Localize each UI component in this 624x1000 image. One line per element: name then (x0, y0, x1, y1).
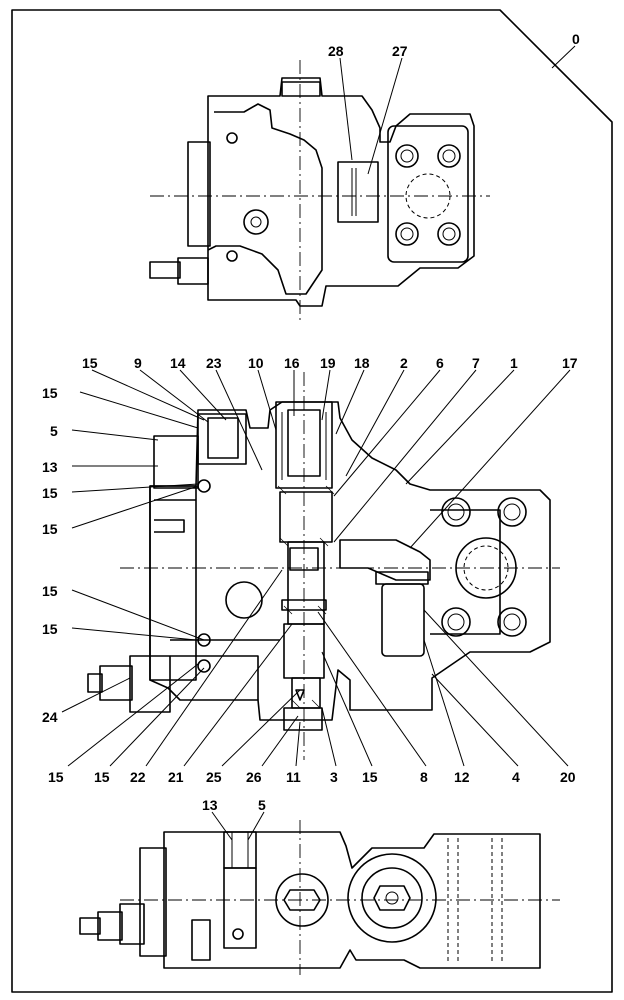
callout-section-left: 15 (42, 583, 58, 599)
callout-section-bottom: 11 (286, 769, 301, 785)
callout-section-bottom: 15 (94, 769, 110, 785)
callout-section-left: 15 (42, 485, 58, 501)
callout-section-top: 9 (134, 355, 142, 371)
callout-section-bottom: 15 (362, 769, 378, 785)
callout-section-bottom: 8 (420, 769, 428, 785)
callout-section-top: 7 (472, 355, 480, 371)
callout-section-top: 2 (400, 355, 408, 371)
callout-section-top: 15 (82, 355, 98, 371)
callout-section-bottom: 26 (246, 769, 262, 785)
callout-section-top: 16 (284, 355, 300, 371)
callout-section-top: 14 (170, 355, 186, 371)
callout-section-left: 15 (42, 621, 58, 637)
callout-section-bottom: 12 (454, 769, 470, 785)
callout-section-left: 5 (50, 423, 58, 439)
callout-section-bottom: 25 (206, 769, 222, 785)
section-view (87, 372, 560, 760)
callout-labels: 0 28 27 15 9 14 23 10 16 19 18 2 6 7 1 1… (42, 31, 580, 813)
callout-section-top: 19 (320, 355, 336, 371)
callout-section-top: 18 (354, 355, 370, 371)
leader-lines (61, 45, 576, 841)
callout-section-top: 1 (510, 355, 518, 371)
callout-section-bottom: 4 (512, 769, 520, 785)
callout-section-left: 15 (42, 385, 58, 401)
callout-section-left: 13 (42, 459, 58, 475)
callout-section-top: 23 (206, 355, 222, 371)
top-view (149, 60, 490, 320)
bottom-view (79, 820, 560, 975)
callout-top-view: 28 (328, 43, 344, 59)
callout-section-top: 10 (248, 355, 264, 371)
callout-section-bottom: 3 (330, 769, 338, 785)
callout-section-left: 24 (42, 709, 58, 725)
callout-section-bottom: 15 (48, 769, 64, 785)
callout-section-top: 17 (562, 355, 578, 371)
callout-top-view: 27 (392, 43, 408, 59)
callout-assembly: 0 (572, 31, 580, 47)
callout-section-bottom: 22 (130, 769, 146, 785)
callout-bottom-view: 5 (258, 797, 266, 813)
callout-bottom-view: 13 (202, 797, 218, 813)
callout-section-top: 6 (436, 355, 444, 371)
callout-section-bottom: 21 (168, 769, 184, 785)
callout-section-left: 15 (42, 521, 58, 537)
callout-section-bottom: 20 (560, 769, 576, 785)
sheet-border (11, 9, 613, 993)
